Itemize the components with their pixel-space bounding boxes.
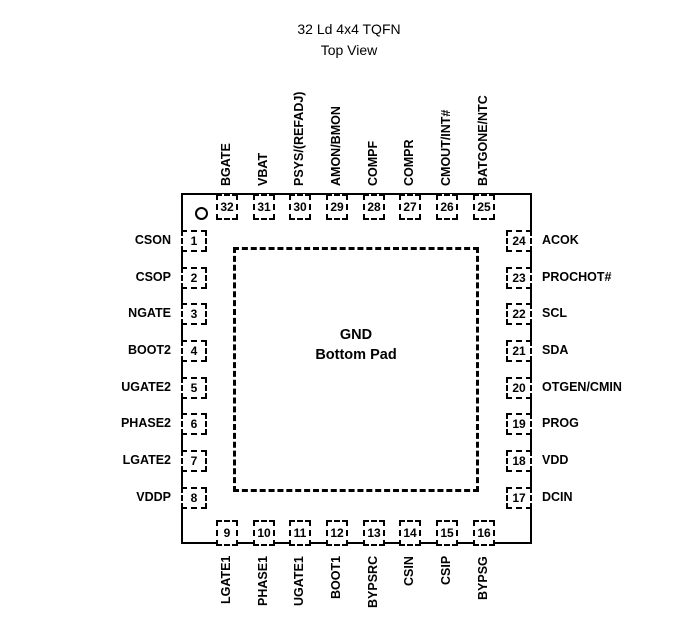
- pin-1: 1: [181, 230, 207, 252]
- pin-31: 31: [253, 194, 275, 220]
- pin-5: 5: [181, 377, 207, 399]
- pin-9: 9: [216, 520, 238, 546]
- pin-label-11: UGATE1: [292, 556, 306, 606]
- pin-label-26: CMOUT/INT#: [439, 109, 453, 186]
- pin-21: 21: [506, 340, 532, 362]
- pin-label-31: VBAT: [256, 152, 270, 186]
- pin-label-30: PSYS/(REFADJ): [292, 91, 306, 186]
- pin-14: 14: [399, 520, 421, 546]
- pin-label-22: SCL: [542, 306, 567, 320]
- pin-20: 20: [506, 377, 532, 399]
- pin-label-25: BATGONE/NTC: [476, 95, 490, 186]
- pin-2: 2: [181, 267, 207, 289]
- pin-label-28: COMPF: [366, 140, 380, 186]
- pin-label-4: BOOT2: [127, 343, 171, 357]
- pin-label-13: BYPSRC: [366, 556, 380, 609]
- diagram-title: 32 Ld 4x4 TQFN: [297, 21, 401, 37]
- pin-16: 16: [473, 520, 495, 546]
- pin-15: 15: [436, 520, 458, 546]
- pin-32: 32: [216, 194, 238, 220]
- pin-label-8: VDDP: [136, 490, 171, 504]
- pin-label-3: NGATE: [128, 306, 171, 320]
- pin1-marker-icon: [195, 207, 208, 220]
- pin-label-10: PHASE1: [256, 556, 270, 607]
- pin-label-20: OTGEN/CMIN: [542, 380, 622, 394]
- pin-label-19: PROG: [542, 416, 579, 430]
- pin-30: 30: [289, 194, 311, 220]
- pin-label-17: DCIN: [542, 490, 573, 504]
- pad-sublabel: Bottom Pad: [315, 347, 397, 363]
- pin-label-21: SDA: [542, 343, 569, 357]
- pin-25: 25: [473, 194, 495, 220]
- pin-label-2: CSOP: [135, 270, 171, 284]
- pin-label-23: PROCHOT#: [542, 270, 612, 284]
- pin-label-5: UGATE2: [121, 380, 171, 394]
- pin-7: 7: [181, 450, 207, 472]
- pin-3: 3: [181, 303, 207, 325]
- pin-label-9: LGATE1: [219, 556, 233, 605]
- pin-11: 11: [289, 520, 311, 546]
- pin-label-24: ACOK: [542, 233, 579, 247]
- pin-23: 23: [506, 267, 532, 289]
- pin-label-15: CSIP: [439, 556, 453, 586]
- pin-label-1: CSON: [134, 233, 171, 247]
- pin-label-6: PHASE2: [120, 416, 171, 430]
- pin-label-27: COMPR: [402, 139, 416, 186]
- pin-label-29: AMON/BMON: [329, 106, 343, 186]
- pin-27: 27: [399, 194, 421, 220]
- pin-28: 28: [363, 194, 385, 220]
- pin-4: 4: [181, 340, 207, 362]
- pin-6: 6: [181, 413, 207, 435]
- pin-label-14: CSIN: [402, 556, 416, 586]
- pin-13: 13: [363, 520, 385, 546]
- pin-label-18: VDD: [542, 453, 569, 467]
- pin-29: 29: [326, 194, 348, 220]
- pin-10: 10: [253, 520, 275, 546]
- pin-18: 18: [506, 450, 532, 472]
- pin-label-12: BOOT1: [329, 556, 343, 600]
- pin-26: 26: [436, 194, 458, 220]
- package-outline: [181, 193, 532, 544]
- pin-8: 8: [181, 487, 207, 509]
- exposed-pad: [233, 247, 479, 492]
- pin-label-16: BYPSG: [476, 556, 490, 600]
- pin-12: 12: [326, 520, 348, 546]
- diagram-subtitle: Top View: [320, 42, 378, 58]
- pin-label-7: LGATE2: [122, 453, 171, 467]
- pin-17: 17: [506, 487, 532, 509]
- pin-24: 24: [506, 230, 532, 252]
- pad-label: GND: [339, 327, 373, 343]
- pin-19: 19: [506, 413, 532, 435]
- pin-label-32: BGATE: [219, 143, 233, 186]
- pin-22: 22: [506, 303, 532, 325]
